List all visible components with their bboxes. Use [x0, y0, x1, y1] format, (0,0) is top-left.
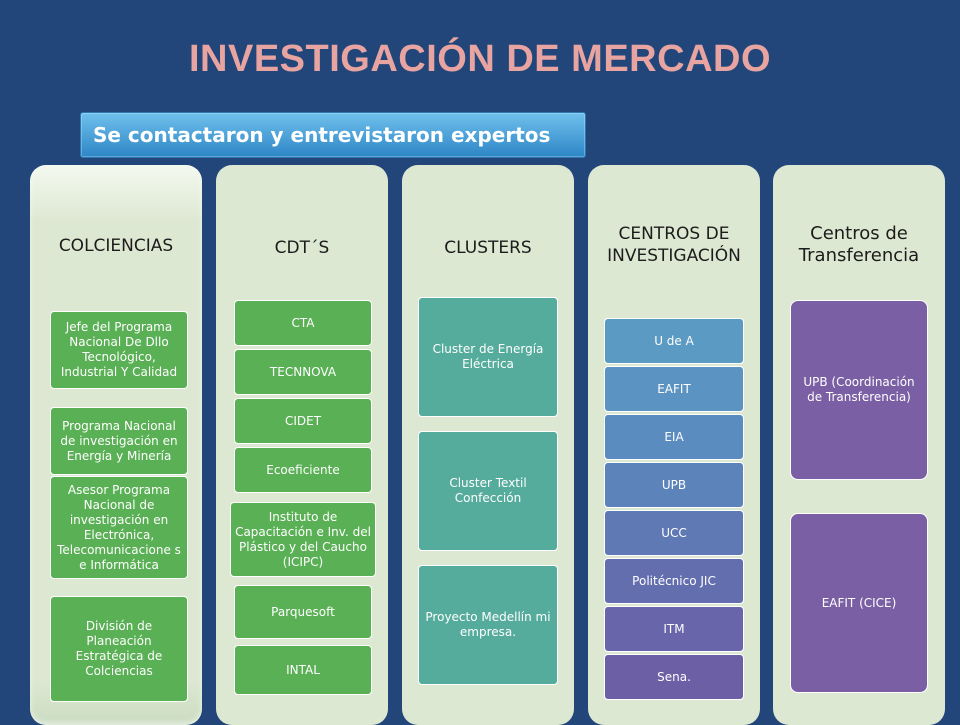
- column-clusters: CLUSTERS Cluster de Energía Eléctrica Cl…: [402, 165, 574, 725]
- list-item: Politécnico JIC: [604, 558, 744, 604]
- list-item: EAFIT (CICE): [790, 513, 928, 693]
- list-item: Proyecto Medellín mi empresa.: [418, 565, 558, 685]
- subtitle-banner: Se contactaron y entrevistaron expertos …: [80, 112, 586, 191]
- page-title: INVESTIGACIÓN DE MERCADO: [188, 38, 772, 80]
- list-item: TECNNOVA: [234, 349, 372, 395]
- list-item: CIDET: [234, 398, 372, 444]
- list-item: Ecoeficiente: [234, 447, 372, 493]
- list-item: Programa Nacional de investigación en En…: [50, 407, 188, 475]
- list-item: Asesor Programa Nacional de investigació…: [50, 476, 188, 579]
- column-header: Centros de Transferencia: [798, 223, 920, 266]
- list-item: UPB: [604, 462, 744, 508]
- list-item: División de Planeación Estratégica de Co…: [50, 596, 188, 702]
- column-cdts: CDT´S CTA TECNNOVA CIDET Ecoeficiente In…: [216, 165, 388, 725]
- column-centros-transferencia: Centros de Transferencia UPB (Coordinaci…: [773, 165, 945, 725]
- column-colciencias: COLCIENCIAS Jefe del Programa Nacional D…: [30, 165, 202, 725]
- list-item: INTAL: [234, 645, 372, 695]
- list-item: Instituto de Capacitación e Inv. del Plá…: [230, 502, 376, 577]
- list-item: Cluster de Energía Eléctrica: [418, 297, 558, 417]
- list-item: Parquesoft: [234, 585, 372, 639]
- list-item: Cluster Textil Confección: [418, 431, 558, 551]
- list-item: ITM: [604, 606, 744, 652]
- list-item: Sena.: [604, 654, 744, 700]
- column-header: CDT´S: [274, 238, 330, 258]
- column-header: CENTROS DE INVESTIGACIÓN: [607, 224, 741, 266]
- list-item: EAFIT: [604, 366, 744, 412]
- list-item: U de A: [604, 318, 744, 364]
- list-item: UCC: [604, 510, 744, 556]
- list-item: CTA: [234, 300, 372, 346]
- column-header: COLCIENCIAS: [58, 236, 174, 256]
- list-item: Jefe del Programa Nacional De Dllo Tecno…: [50, 311, 188, 389]
- list-item: EIA: [604, 414, 744, 460]
- column-centros-investigacion: CENTROS DE INVESTIGACIÓN U de A EAFIT EI…: [588, 165, 760, 725]
- list-item: UPB (Coordinación de Transferencia): [790, 300, 928, 480]
- column-header: CLUSTERS: [444, 238, 532, 258]
